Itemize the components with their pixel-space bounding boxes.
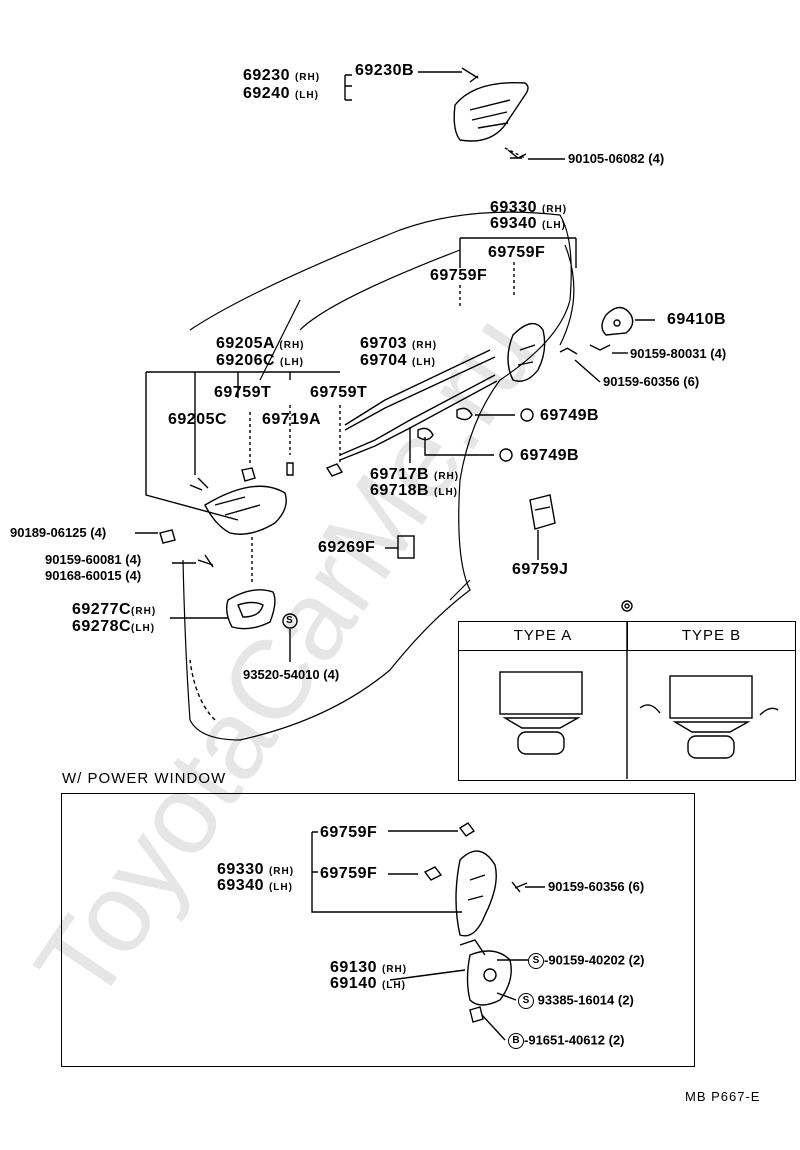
part-number: 69340 (LH) [217, 877, 293, 894]
part-number: 90159-60356 (6) [548, 879, 645, 894]
part-number: 69759F [430, 267, 488, 284]
diagram-code: MB P667-E [685, 1089, 761, 1104]
part-number: 69240 (LH) [243, 85, 319, 102]
part-number: 69759F [488, 244, 546, 261]
s-symbol: S [528, 953, 544, 969]
part-number: 69278C(LH) [72, 618, 156, 635]
section-title: W/ POWER WINDOW [62, 770, 227, 787]
part-number: 69330 (RH) [490, 199, 568, 216]
part-number: S 93385-16014 (2) [518, 993, 634, 1009]
part-number: 69230B [355, 62, 415, 79]
part-number: 69759J [512, 561, 569, 578]
part-number: 69759F [320, 865, 378, 882]
part-number: 69330 (RH) [217, 861, 295, 878]
part-number: 69759T [310, 384, 368, 401]
part-number: 69719A [262, 411, 322, 428]
part-number: 90159-60081 (4) [45, 552, 142, 567]
part-number: 69704 (LH) [360, 352, 436, 369]
type-b-header: TYPE B [628, 622, 795, 651]
part-number: 69140 (LH) [330, 975, 406, 992]
type-comparison-box: TYPE A TYPE B [458, 621, 796, 781]
part-number: 90159-60356 (6) [603, 374, 700, 389]
part-number: 69410B [667, 311, 727, 328]
part-number: 69749B [540, 407, 600, 424]
part-number: 69205A (RH) [216, 335, 305, 352]
s-symbol: S [518, 993, 534, 1009]
part-number: 90105-06082 (4) [568, 151, 665, 166]
part-number: 69230 (RH) [243, 67, 321, 84]
part-number: 69718B (LH) [370, 482, 458, 499]
s-symbol: S [286, 615, 293, 626]
part-number: 69340 (LH) [490, 215, 566, 232]
part-number: 69749B [520, 447, 580, 464]
part-number: 69130 (RH) [330, 959, 408, 976]
part-number: 69703 (RH) [360, 335, 438, 352]
part-number: 90159-80031 (4) [630, 346, 727, 361]
part-number: 69205C [168, 411, 228, 428]
part-number: 69269F [318, 539, 376, 556]
part-number: S-90159-40202 (2) [528, 953, 645, 969]
power-window-box [61, 793, 695, 1067]
part-number: B-91651-40612 (2) [508, 1033, 625, 1049]
part-number: 90168-60015 (4) [45, 568, 142, 583]
part-number: 69759F [320, 824, 378, 841]
part-number: 93520-54010 (4) [243, 667, 340, 682]
part-number: 90189-06125 (4) [10, 525, 107, 540]
part-number: 69717B (RH) [370, 466, 460, 483]
b-symbol: B [508, 1033, 524, 1049]
part-number: 69277C(RH) [72, 601, 157, 618]
type-a-header: TYPE A [459, 622, 628, 651]
part-number: 69206C (LH) [216, 352, 304, 369]
part-number: 69759T [214, 384, 272, 401]
